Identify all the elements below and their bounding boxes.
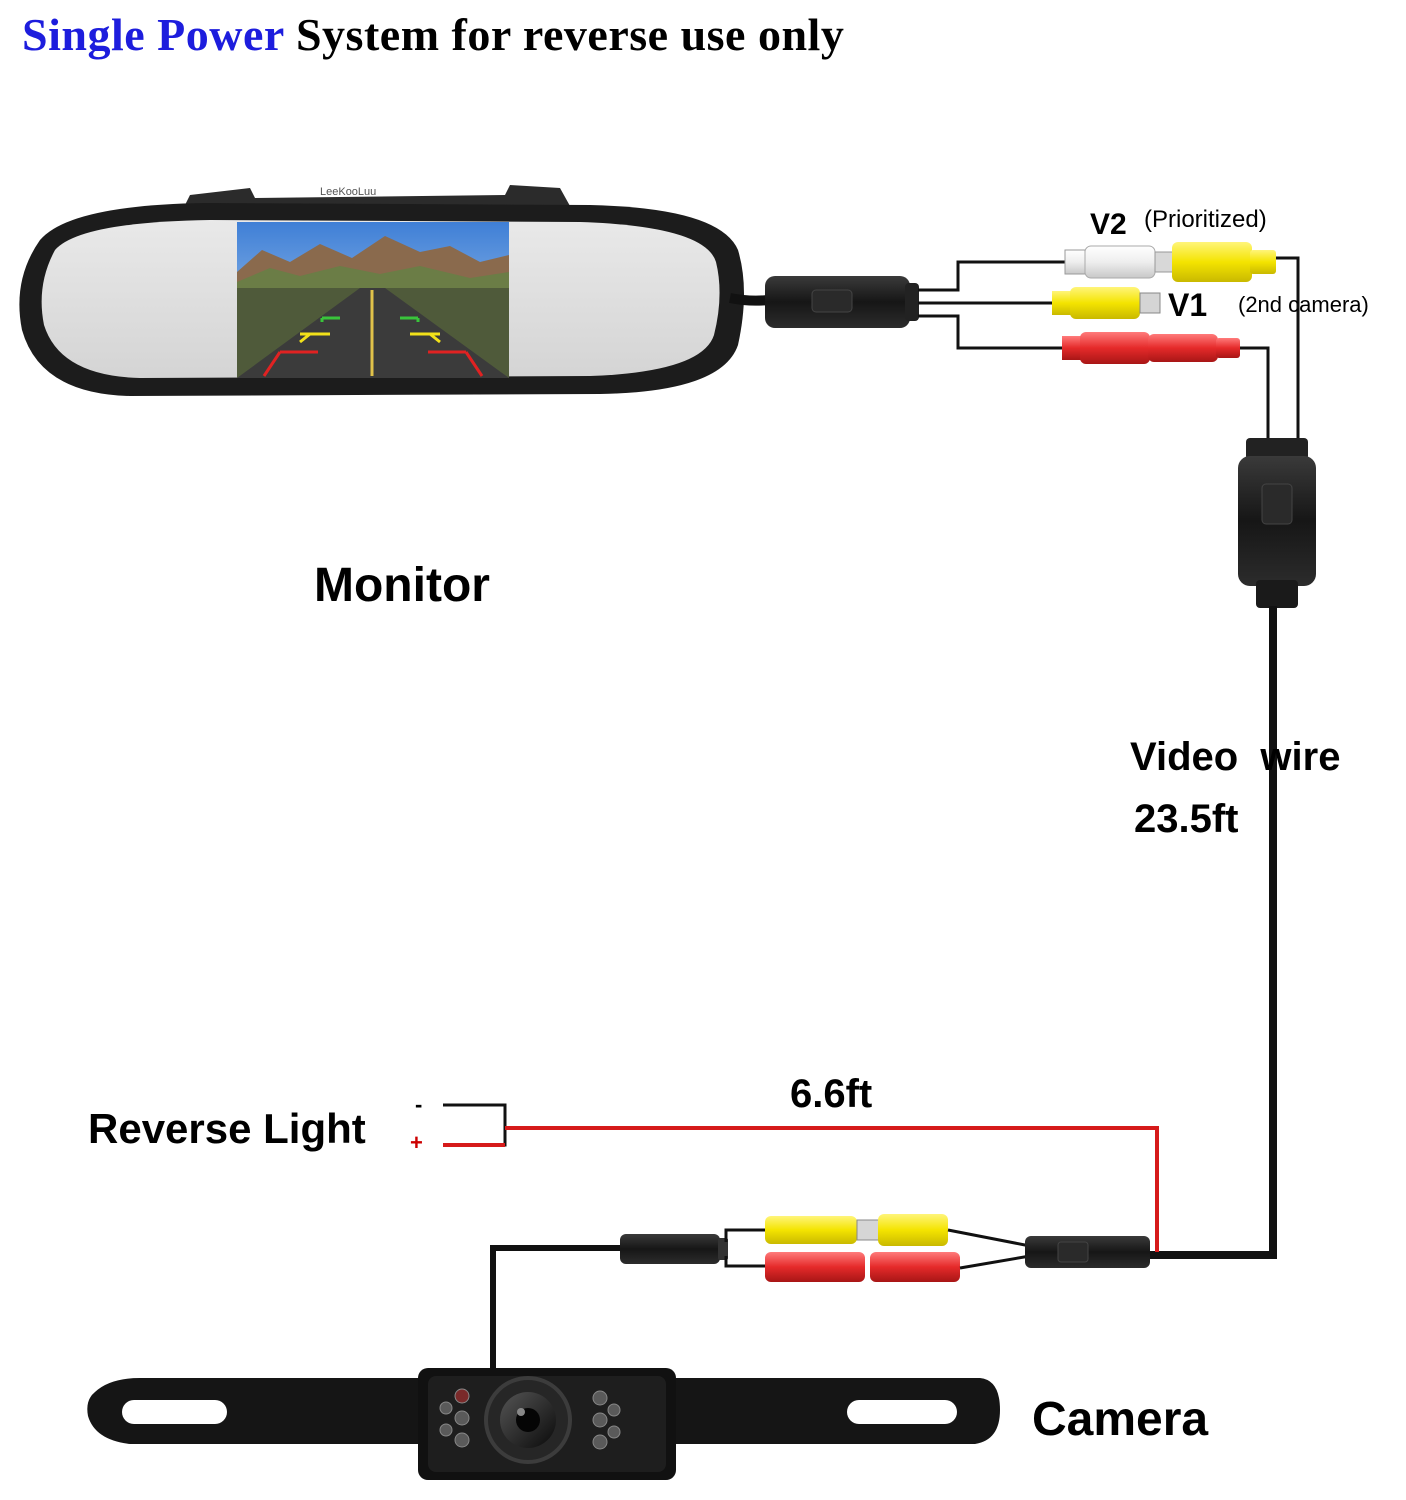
camera-red-rca xyxy=(765,1252,865,1282)
rca-v2-connector xyxy=(1064,242,1276,282)
license-plate-camera xyxy=(87,1368,1001,1480)
v2-note: (Prioritized) xyxy=(1144,206,1267,233)
v1-label: V1 xyxy=(1168,287,1208,323)
video-extension-connector xyxy=(1238,438,1316,608)
video-wire-length: 23.5ft xyxy=(1134,797,1239,841)
extension-wires xyxy=(1240,256,1300,440)
monitor xyxy=(19,185,919,396)
ir-leds xyxy=(439,1388,621,1450)
reverse-light-plus: + xyxy=(410,1130,423,1155)
video-wire-label: Video wire xyxy=(1130,735,1341,779)
rca-v1-connector xyxy=(1052,287,1161,319)
v1-note: (2nd camera) xyxy=(1238,292,1369,317)
mount-slot-left xyxy=(122,1400,227,1424)
title-highlight: Single Power xyxy=(22,9,284,60)
power-wire-length: 6.6ft xyxy=(790,1072,873,1116)
monitor-label: Monitor xyxy=(314,559,490,612)
camera-harness xyxy=(490,1214,1150,1372)
rca-red-connector xyxy=(1062,332,1240,364)
camera-left-connector xyxy=(620,1234,720,1264)
page-title: Single Power System for reverse use only xyxy=(22,8,844,61)
v2-label: V2 xyxy=(1090,208,1127,241)
camera-yellow-rca xyxy=(765,1216,857,1244)
camera-label: Camera xyxy=(1032,1393,1209,1446)
reverse-light-wires xyxy=(443,1103,1159,1252)
reverse-light-label: Reverse Light xyxy=(88,1105,366,1152)
title-rest: System for reverse use only xyxy=(295,9,845,60)
monitor-branch-wires xyxy=(918,260,1065,350)
monitor-screen xyxy=(237,222,509,378)
video-wire xyxy=(1150,606,1277,1259)
reverse-light-minus: - xyxy=(415,1092,423,1117)
mount-slot-right xyxy=(847,1400,957,1424)
monitor-brand-mark: LeeKooLuu xyxy=(320,186,377,198)
